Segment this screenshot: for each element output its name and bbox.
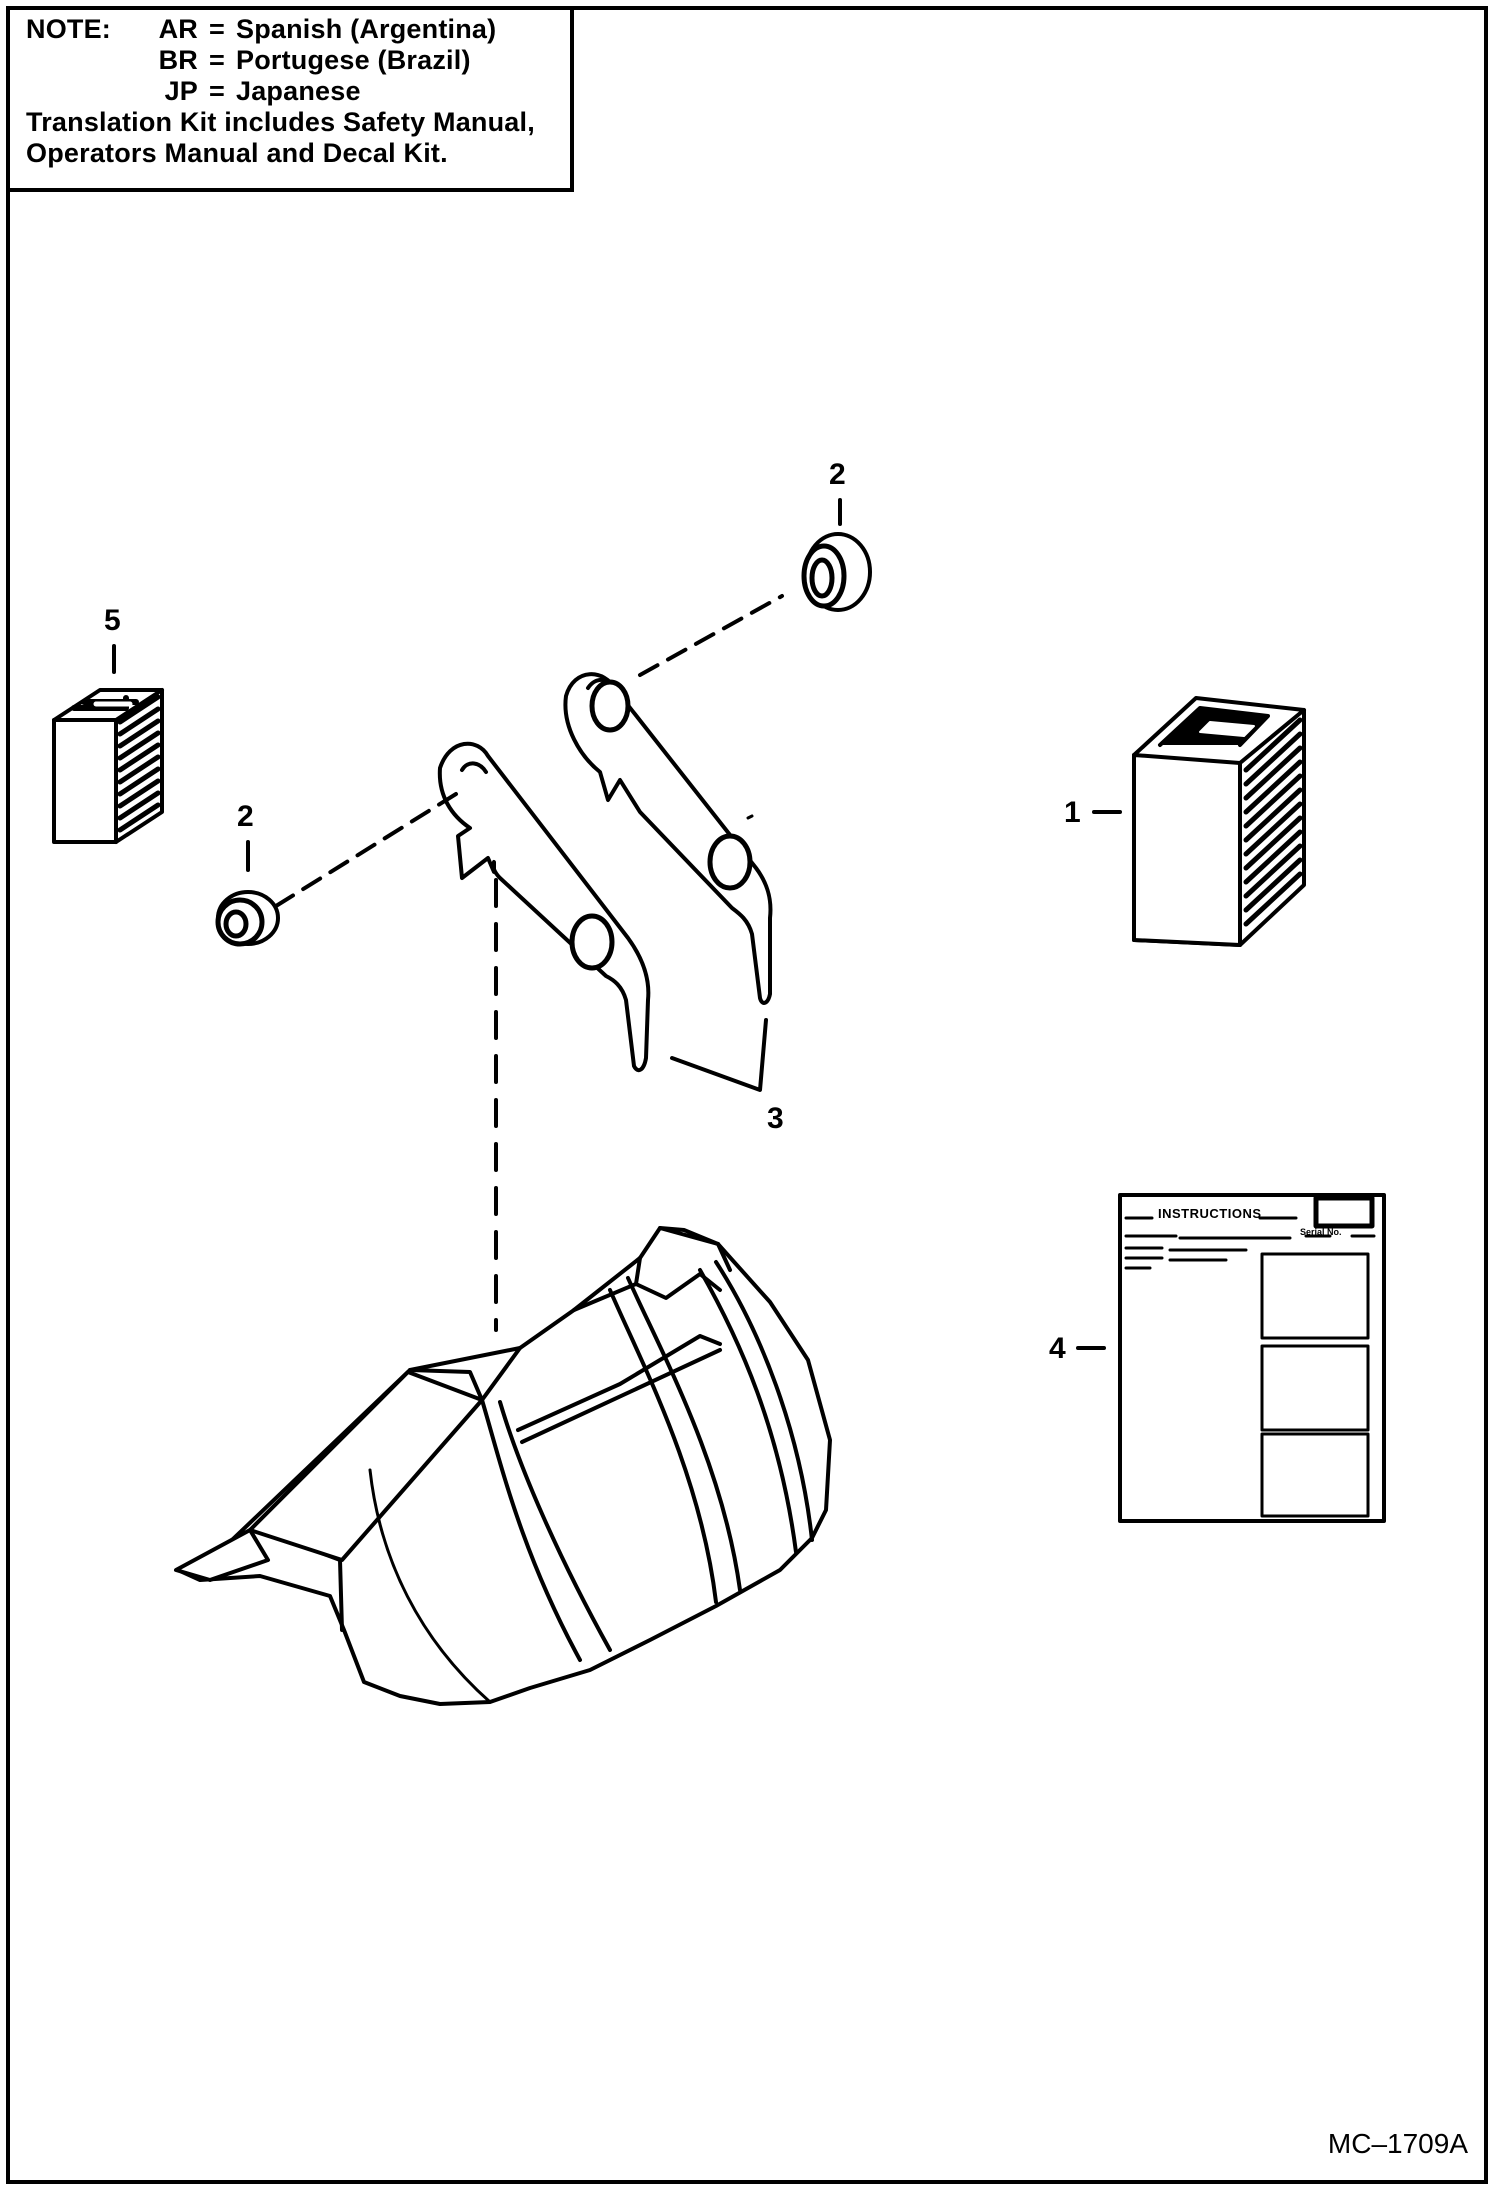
side-cutter-left bbox=[437, 741, 651, 1073]
callout-1: 1 bbox=[1064, 796, 1081, 829]
note-kit-line: Operators Manual and Decal Kit. bbox=[26, 138, 448, 168]
bucket bbox=[174, 1226, 832, 1706]
note-row-br: BR = Portugese (Brazil) bbox=[26, 45, 570, 76]
callout-4: 4 bbox=[1049, 1332, 1066, 1365]
bushing-upper bbox=[801, 532, 872, 612]
manual-box-large bbox=[1132, 696, 1306, 947]
note-language: Portugese (Brazil) bbox=[236, 45, 471, 75]
alignment-dash bbox=[638, 594, 784, 677]
note-label: NOTE: bbox=[26, 14, 111, 44]
note-eq: = bbox=[209, 76, 225, 106]
figure-id: MC–1709A bbox=[1327, 2128, 1468, 2159]
sheet-title: INSTRUCTIONS bbox=[1158, 1206, 1262, 1221]
note-language: Japanese bbox=[236, 76, 361, 106]
note-box: NOTE: AR = Spanish (Argentina) BR = Portugese… bbox=[6, 6, 574, 192]
callout-3-leader bbox=[670, 1018, 768, 1092]
callout-3: 3 bbox=[767, 1102, 784, 1135]
note-kit-line: Translation Kit includes Safety Manual, bbox=[26, 107, 535, 137]
page-border bbox=[6, 6, 1488, 2184]
note-row-jp: JP = Japanese bbox=[26, 76, 570, 107]
callout-5: 5 bbox=[104, 604, 121, 637]
sheet-serial-label: Serial No. bbox=[1300, 1227, 1342, 1237]
bushing-lower bbox=[215, 890, 280, 947]
note-language: Spanish (Argentina) bbox=[236, 14, 497, 44]
note-row-ar: NOTE: AR = Spanish (Argentina) bbox=[26, 14, 570, 45]
callout-2-upper: 2 bbox=[829, 458, 846, 491]
callout-2-lower: 2 bbox=[237, 800, 254, 833]
note-abbr: BR bbox=[158, 45, 198, 75]
decal-kit-small bbox=[52, 688, 164, 844]
instruction-sheet bbox=[1118, 1193, 1386, 1523]
note-eq: = bbox=[209, 14, 225, 44]
note-abbr: AR bbox=[158, 14, 198, 44]
side-cutter-right bbox=[563, 672, 773, 1005]
alignment-dash bbox=[274, 792, 458, 908]
note-abbr: JP bbox=[164, 76, 198, 106]
note-eq: = bbox=[209, 45, 225, 75]
